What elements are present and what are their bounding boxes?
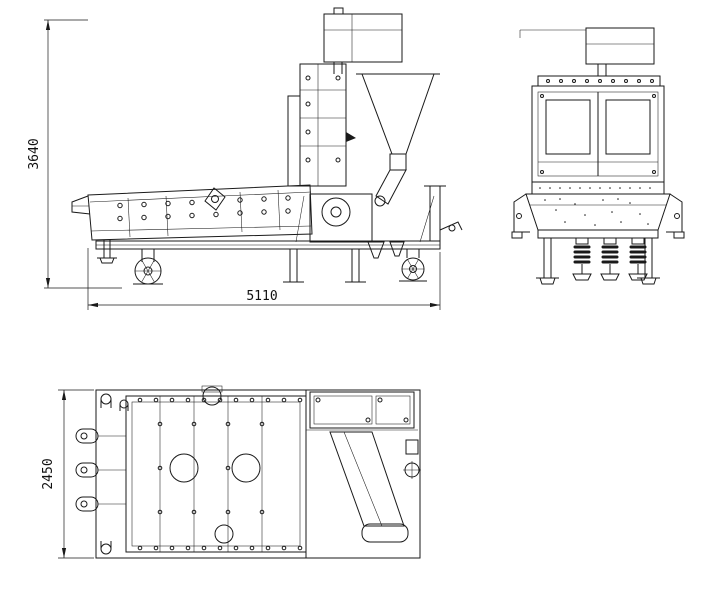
end-elevation-view bbox=[511, 27, 685, 285]
arrowhead bbox=[430, 302, 440, 308]
height-dimension: 3640 bbox=[27, 19, 122, 289]
wheel-front bbox=[133, 257, 163, 285]
discharge-chute-plan bbox=[329, 431, 405, 527]
left-outlet-spouts bbox=[75, 428, 126, 512]
legs-end bbox=[536, 238, 660, 285]
tow-hitch bbox=[424, 185, 463, 241]
fan-housing bbox=[309, 193, 373, 243]
sieve-band bbox=[531, 181, 665, 195]
height-dimension-label: 3640 bbox=[27, 138, 42, 169]
width-dimension-label: 2450 bbox=[41, 458, 56, 489]
top-hopper-box-end bbox=[585, 27, 655, 76]
vibration-mounts bbox=[572, 237, 648, 281]
air-system-plan bbox=[306, 391, 421, 543]
wheel-rear bbox=[399, 257, 427, 282]
elevator-tower bbox=[287, 63, 356, 187]
arrowhead bbox=[45, 278, 51, 288]
inspection-hatch bbox=[204, 187, 226, 211]
feed-inlet bbox=[71, 195, 91, 215]
side-elevation-view bbox=[71, 7, 463, 285]
arrowhead bbox=[88, 302, 98, 308]
length-dimension-label: 5110 bbox=[246, 289, 277, 304]
arrowhead bbox=[45, 20, 51, 30]
bottom-clamps bbox=[100, 524, 234, 555]
screen-deck bbox=[87, 184, 313, 241]
arrowhead bbox=[61, 390, 67, 400]
top-hopper-box bbox=[323, 7, 403, 74]
handle-lever bbox=[346, 132, 356, 142]
plan-view bbox=[75, 385, 421, 559]
cyclone-funnel bbox=[356, 73, 440, 207]
side-bracket-left bbox=[511, 193, 530, 239]
top-left-clamps bbox=[100, 393, 129, 411]
side-bracket-right bbox=[666, 193, 685, 239]
discharge-spouts bbox=[367, 241, 405, 259]
base-frame bbox=[95, 195, 441, 283]
hand-hole bbox=[231, 453, 261, 483]
bottom-hopper-end bbox=[525, 193, 671, 239]
width-dimension: 2450 bbox=[41, 389, 94, 559]
arrowhead bbox=[61, 548, 67, 558]
hand-hole bbox=[169, 453, 199, 483]
length-dimension: 5110 bbox=[87, 248, 441, 310]
machine-body-end bbox=[531, 75, 665, 183]
motor-plan bbox=[201, 385, 223, 406]
front-support-foot bbox=[97, 240, 117, 264]
screen-deck-plan bbox=[125, 395, 307, 553]
